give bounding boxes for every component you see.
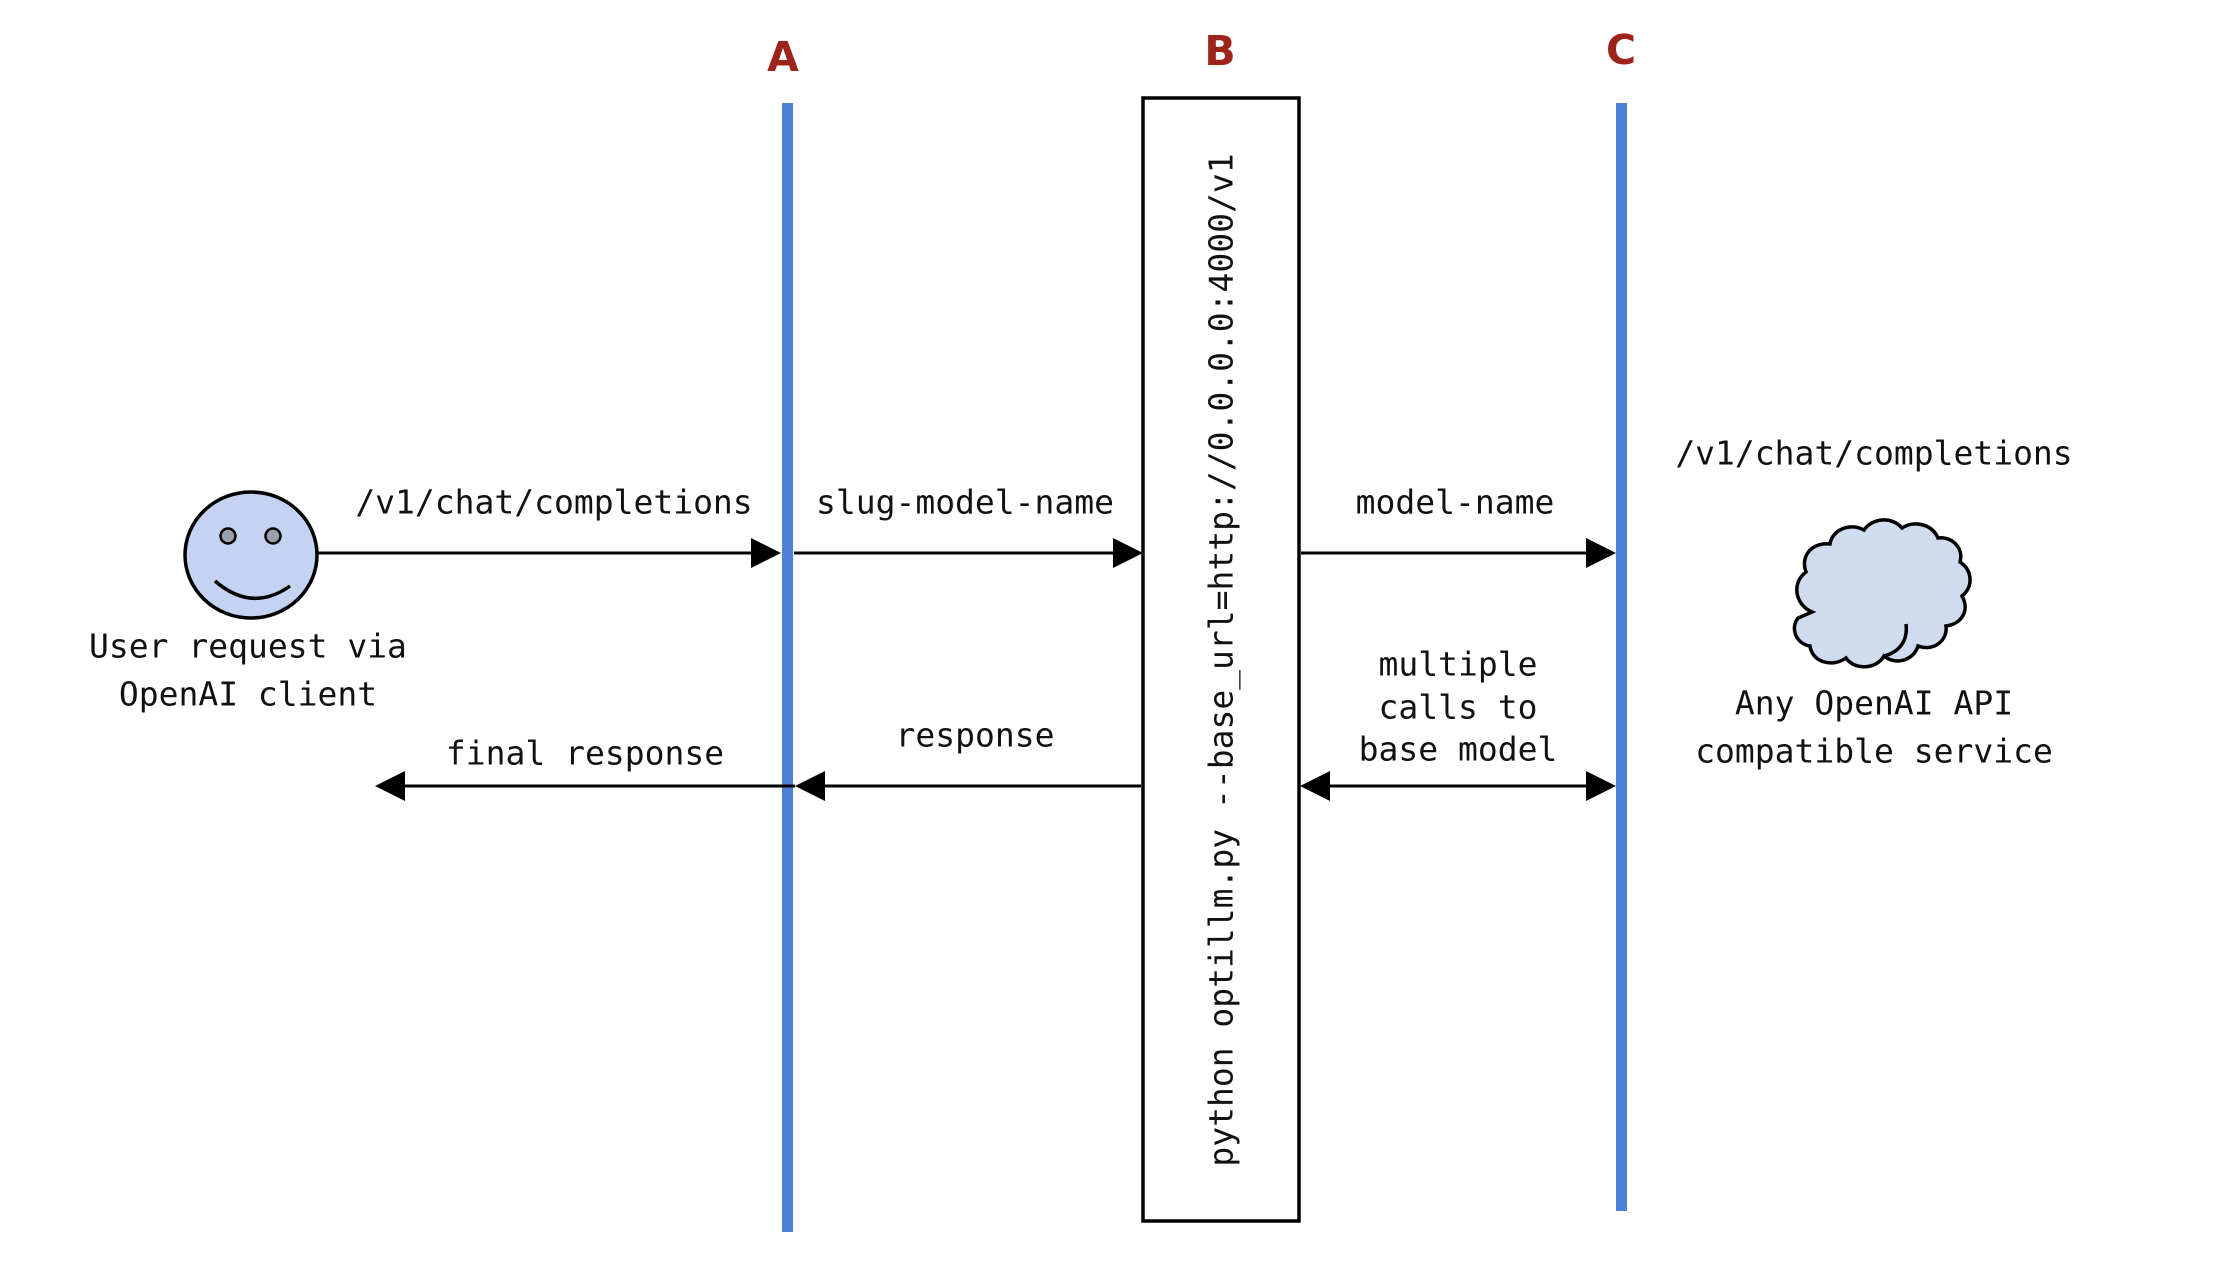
label-multiple-line2: calls to xyxy=(1379,688,1538,727)
label-model-name: model-name xyxy=(1356,483,1555,522)
actor-caption-line1: User request via xyxy=(89,627,407,666)
left-eye-icon xyxy=(219,527,237,545)
label-final-response: final response xyxy=(446,734,724,773)
service-caption-line2: compatible service xyxy=(1695,732,2053,771)
column-label-c: C xyxy=(1606,26,1636,74)
lifeline-c xyxy=(1616,103,1627,1211)
column-label-b: B xyxy=(1204,27,1235,75)
lifeline-a xyxy=(782,103,793,1232)
service-caption-line1: Any OpenAI API xyxy=(1735,684,2013,723)
label-multiple-line1: multiple xyxy=(1379,645,1538,684)
label-multiple-line3: base model xyxy=(1359,730,1558,769)
label-request: /v1/chat/completions xyxy=(355,483,752,522)
right-eye-icon xyxy=(264,527,282,545)
user-actor xyxy=(183,490,319,620)
label-slug-model: slug-model-name xyxy=(816,483,1114,522)
actor-caption-line2: OpenAI client xyxy=(119,675,377,714)
cloud-curl-icon xyxy=(1883,623,1909,658)
label-response: response xyxy=(896,716,1055,755)
smile-icon xyxy=(213,579,292,600)
proxy-box xyxy=(1141,96,1301,1223)
proxy-command-text: python optillm.py --base_url=http://0.0.… xyxy=(1202,153,1242,1166)
face-icon xyxy=(183,490,319,620)
cloud-shape xyxy=(1792,518,1972,669)
cloud-icon xyxy=(1792,518,1972,669)
service-endpoint: /v1/chat/completions xyxy=(1675,434,2072,473)
column-label-a: A xyxy=(767,33,799,81)
